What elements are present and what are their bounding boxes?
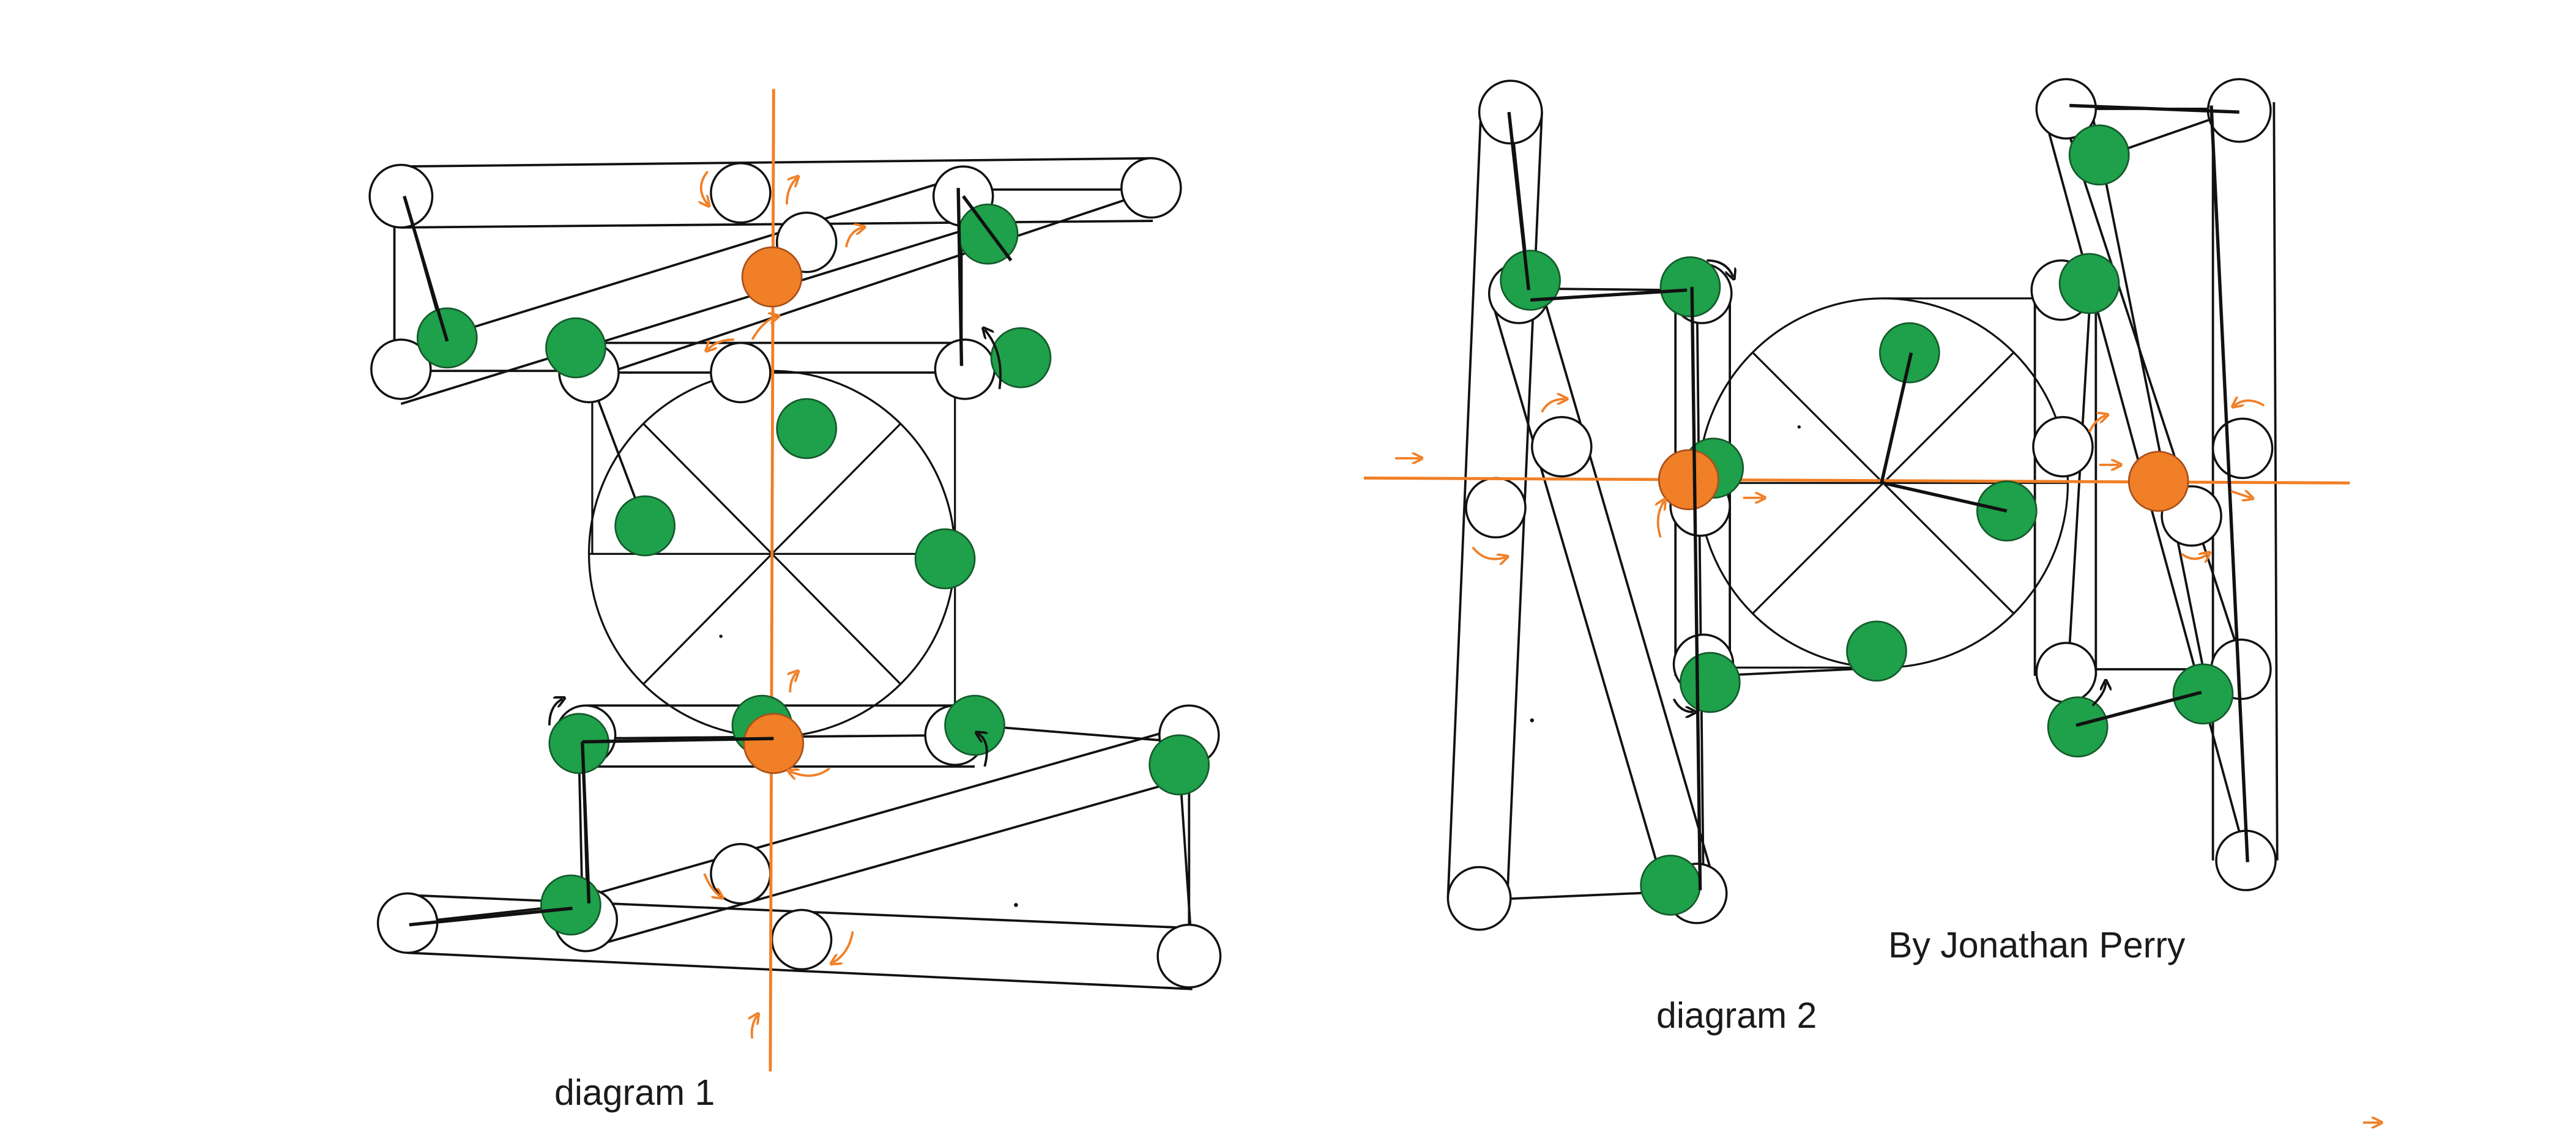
diagram-2-rotation-arrows bbox=[1395, 259, 2380, 1123]
diagram-1-orange-pulleys bbox=[741, 246, 805, 774]
diagram-2-orange-pulleys bbox=[1658, 449, 2189, 512]
diagram-1-shafts bbox=[403, 188, 1013, 927]
diagram-1-caption: diagram 1 bbox=[554, 1072, 715, 1113]
diagram-2-caption: diagram 2 bbox=[1656, 995, 1817, 1036]
diagram-1-green-pulleys bbox=[416, 203, 1210, 936]
diagram-2 bbox=[1363, 78, 2380, 1123]
diagram-2-green-pulleys bbox=[1500, 124, 2234, 916]
diagram-1-rotation-arrows bbox=[548, 171, 1002, 1039]
diagram-2-shafts bbox=[1507, 103, 2249, 891]
stray-dots bbox=[719, 425, 1801, 907]
author-credit: By Jonathan Perry bbox=[1888, 925, 2186, 965]
diagram-1 bbox=[368, 89, 1222, 1072]
